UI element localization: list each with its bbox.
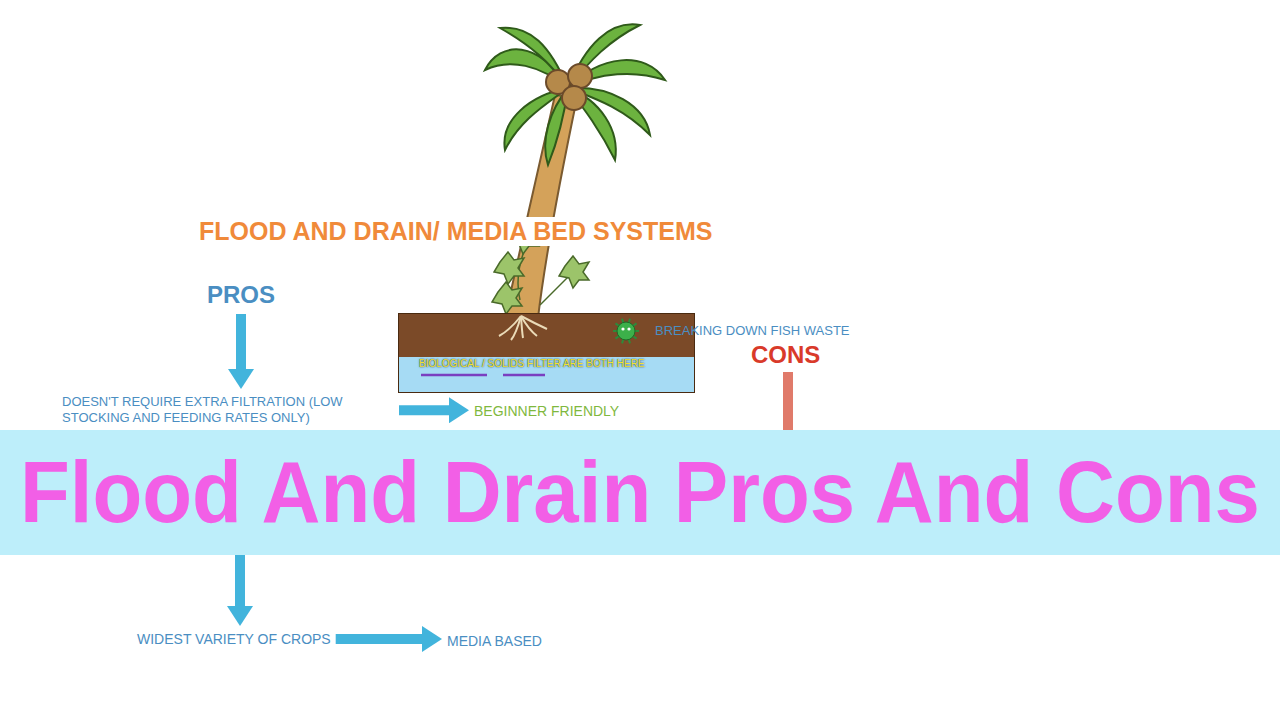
underline — [421, 374, 487, 377]
pros-heading: PROS — [207, 281, 275, 309]
node-text: WIDEST VARIETY OF CROPS — [137, 631, 331, 647]
node-text: BEGINNER FRIENDLY — [474, 403, 619, 419]
flow-arrow — [399, 405, 449, 415]
node-text: Flood And Drain Pros And Cons — [20, 444, 1260, 541]
node-text: PROS — [207, 281, 275, 309]
cons-heading: CONS — [751, 341, 820, 369]
flow-arrow — [236, 314, 246, 369]
title-band: Flood And Drain Pros And Cons — [0, 430, 1280, 555]
media-bed: BIOLOGICAL / SOLIDS FILTER ARE BOTH HERE — [398, 313, 695, 393]
plant-root — [521, 316, 547, 329]
node-text: BIOLOGICAL / SOLIDS FILTER ARE BOTH HERE — [419, 358, 645, 369]
pros-point: DOESN'T REQUIRE EXTRA FILTRATION (LOW ST… — [62, 394, 394, 427]
node-text: DOESN'T REQUIRE EXTRA FILTRATION (LOW ST… — [62, 394, 394, 427]
palm-fronds — [485, 24, 665, 165]
plant-root — [511, 316, 521, 340]
flow-arrow — [336, 634, 422, 644]
bed-details — [399, 314, 696, 394]
plant-root — [521, 316, 537, 336]
microbe-icon — [613, 319, 639, 344]
node-text: MEDIA BASED — [447, 633, 542, 649]
diagram-title: FLOOD AND DRAIN/ MEDIA BED SYSTEMS — [197, 217, 714, 246]
coconuts — [546, 64, 592, 110]
pros-result: BEGINNER FRIENDLY — [474, 403, 619, 419]
annotation: BREAKING DOWN FISH WASTE — [655, 323, 850, 338]
pros-result: MEDIA BASED — [447, 633, 542, 649]
node-text: CONS — [751, 341, 820, 369]
underline — [503, 374, 545, 377]
pros-point: WIDEST VARIETY OF CROPS — [137, 631, 331, 647]
palm-tree — [485, 24, 665, 318]
